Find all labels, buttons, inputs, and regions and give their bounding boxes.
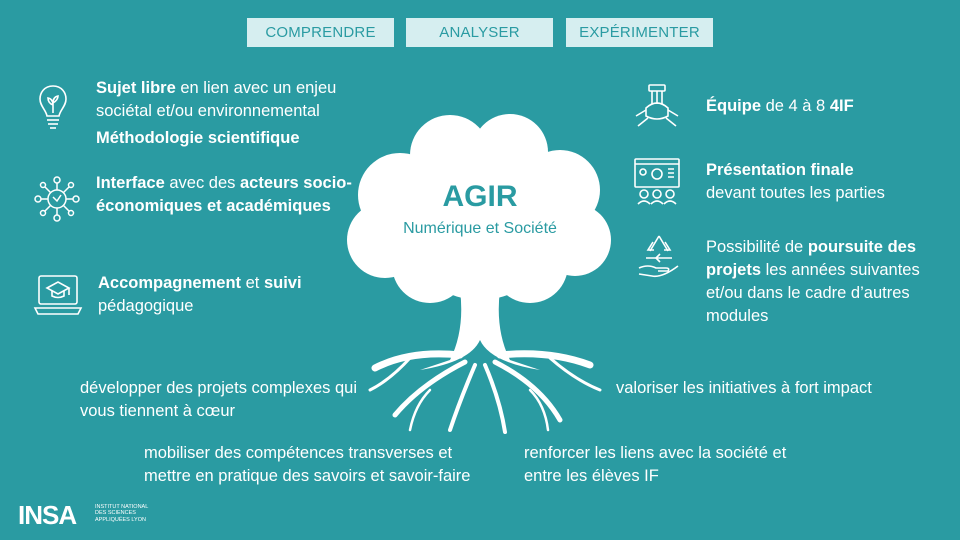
item-methodologie: Méthodologie scientifique bbox=[96, 129, 300, 147]
insa-logo-text: INSA bbox=[18, 500, 77, 530]
tree-illustration bbox=[347, 114, 611, 434]
item-sujet-libre: Sujet libre en lien avec un enjeu sociét… bbox=[96, 79, 337, 120]
center-subtitle: Numérique et Société bbox=[403, 220, 557, 237]
root-text-right-bottom: renforcer les liens avec la société et e… bbox=[524, 444, 787, 485]
item-interface: Interface avec des acteurs socio-économi… bbox=[96, 174, 352, 215]
presentation-board-icon bbox=[634, 158, 680, 205]
root-text-right-top: valoriser les initiatives à fort impact bbox=[616, 379, 872, 397]
tab-analyser[interactable]: ANALYSER bbox=[406, 18, 553, 47]
root-text-left-top: développer des projets complexes qui vou… bbox=[80, 379, 357, 420]
item-poursuite: Possibilité de poursuite des projets les… bbox=[706, 238, 920, 325]
laptop-graduation-icon bbox=[33, 275, 83, 315]
item-equipe: Équipe de 4 à 8 4IF bbox=[706, 97, 854, 115]
recycle-hand-icon bbox=[638, 235, 679, 278]
tab-experimenter[interactable]: EXPÉRIMENTER bbox=[566, 18, 713, 47]
lightbulb-icon bbox=[39, 85, 67, 129]
center-title: AGIR bbox=[442, 180, 518, 213]
item-accompagnement: Accompagnement et suivi pédagogique bbox=[98, 274, 302, 315]
network-icon bbox=[34, 176, 80, 222]
tab-comprendre[interactable]: COMPRENDRE bbox=[247, 18, 394, 47]
insa-logo: INSA bbox=[18, 500, 77, 530]
teamwork-hands-icon bbox=[635, 84, 679, 127]
insa-logo-subtitle: INSTITUT NATIONAL DES SCIENCES APPLIQUÉE… bbox=[95, 504, 149, 523]
root-text-left-bottom: mobiliser des compétences transverses et… bbox=[144, 444, 471, 485]
